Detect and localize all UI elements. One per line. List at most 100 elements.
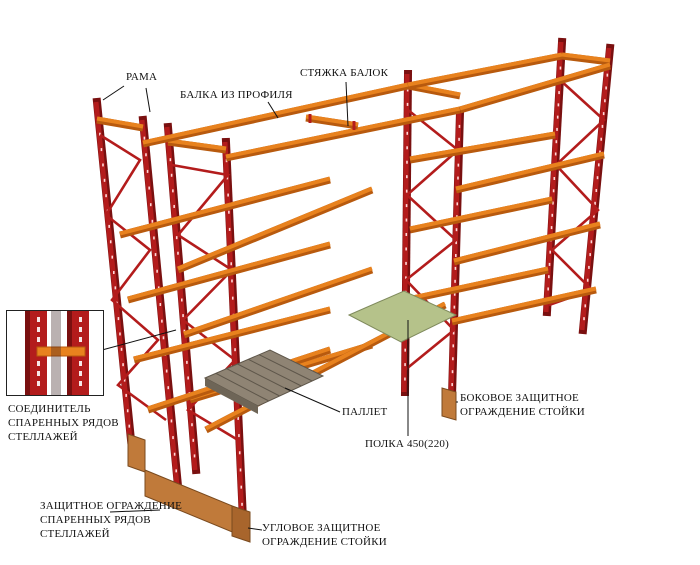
beam-level-2-2-face [409, 196, 553, 231]
upright-pair-front-hole [238, 434, 240, 438]
leader-line [102, 85, 125, 101]
upright-left-back-hole [109, 240, 112, 244]
upright-pair-front-hole [231, 279, 233, 283]
upright-right-back-hole [552, 189, 555, 193]
upright-left-back-hole [105, 194, 107, 198]
upright-mid-back-hole [406, 102, 409, 106]
upright-pair-back-hole [186, 360, 188, 364]
upright-left-back-hole [120, 347, 123, 351]
upright-mid-back-hole [404, 348, 407, 352]
rack-beams [96, 52, 611, 434]
beam-level-1-3-face [455, 151, 605, 191]
upright-left-back-hole [100, 148, 103, 152]
label-zashchitnoe: ЗАЩИТНОЕ ОГРАЖДЕНИЕ СПАРЕННЫХ РЯДОВ СТЕЛ… [40, 500, 183, 540]
upright-pair-front-hole [226, 176, 229, 180]
upright-mid-front-hole [453, 292, 456, 296]
upright-right-back-hole [547, 287, 549, 291]
upright-left-front-hole [167, 386, 170, 390]
upright-mid-back-hole [405, 218, 408, 222]
upright-pair-front-hole [240, 485, 243, 489]
upright-right-back-hole [558, 91, 560, 95]
upright-mid-front-hole [455, 241, 457, 245]
upright-mid-back-hole [404, 363, 406, 367]
upright-pair-front-hole [241, 502, 243, 506]
upright-left-back-hole [113, 271, 115, 274]
upright-mid-back-hole [405, 247, 407, 251]
upright-pair-back-hole [193, 454, 196, 458]
upright-right-front-hole [583, 317, 585, 321]
upright-right-front-hole [590, 240, 593, 244]
beam-level-1-0-face [119, 176, 331, 236]
upright-right-front-hole [602, 112, 605, 116]
beam-level-1-2-face [409, 131, 556, 161]
upright-left-back-hole [103, 178, 106, 182]
label-bokovoe: БОКОВОЕ ЗАЩИТНОЕ ОГРАЖДЕНИЕ СТОЙКИ [460, 392, 585, 418]
upright-right-back-hole [552, 201, 554, 205]
upright-mid-back-hole [405, 261, 407, 265]
upright-left-front-hole [161, 319, 163, 323]
upright-right-back-hole [550, 226, 553, 230]
upright-left-front-hole [162, 336, 165, 340]
upright-left-back-hole [108, 224, 110, 228]
upright-pair-back-hole [170, 173, 173, 177]
label-polka: ПОЛКА 450(220) [365, 438, 449, 450]
upright-right-front-hole [589, 253, 591, 257]
upright-pair-front-hole [230, 262, 233, 266]
upright-pair-back-hole [169, 158, 172, 162]
beam-level-1-1-face [177, 186, 373, 271]
upright-pair-back-hole [175, 236, 178, 240]
upright-mid-back-hole [405, 233, 408, 236]
upright-left-front-hole [175, 469, 178, 473]
leader-line [145, 87, 151, 113]
upright-pair-front-hole [231, 296, 234, 300]
upright-right-front-hole [597, 163, 600, 167]
upright-right-front-hole [595, 189, 598, 192]
guard-side-upright [441, 387, 457, 421]
beam-level-3-2-face [407, 266, 549, 301]
upright-left-front-hole [148, 186, 150, 190]
upright-left-back-hole [111, 255, 114, 259]
upright-left-front-hole [145, 153, 147, 157]
rack-frames [92, 37, 615, 525]
upright-mid-front-hole [454, 279, 456, 283]
upright-pair-front-hole [237, 416, 239, 420]
upright-mid-back-hole [405, 276, 407, 280]
label-balka: БАЛКА ИЗ ПРОФИЛЯ [180, 89, 293, 101]
beam-level-0-1-face [225, 106, 461, 159]
upright-left-front-hole [143, 136, 146, 140]
upright-right-front-hole [605, 86, 607, 90]
pallet-board [215, 372, 270, 402]
upright-left-front-hole [156, 269, 158, 273]
upright-mid-front-hole [452, 344, 455, 348]
frame-top-left-face [96, 116, 144, 129]
upright-left-front-hole [173, 452, 176, 456]
leader-line [101, 329, 177, 351]
upright-mid-back-hole [406, 88, 409, 92]
beam-level-3-0-face [133, 306, 331, 361]
upright-left-back-hole [122, 363, 124, 367]
upright-pair-back-hole [191, 423, 193, 427]
upright-left-front-hole [146, 169, 149, 173]
pallet-board [237, 363, 291, 392]
upright-mid-front-hole [451, 383, 453, 387]
beam-level-2-0-face [127, 241, 331, 301]
pallet-board [226, 368, 280, 397]
upright-left-front-hole [151, 219, 154, 223]
upright-mid-back-hole [406, 131, 409, 135]
upright-pair-front-hole [238, 451, 241, 455]
pallet-side [205, 378, 258, 414]
upright-left-back-hole [123, 378, 126, 382]
upright-pair-front-hole [239, 468, 242, 472]
upright-pair-back-hole [172, 189, 174, 193]
frame-top-pair-face [167, 138, 227, 151]
upright-pair-back-hole [181, 298, 183, 302]
upright-left-front-hole [149, 203, 152, 207]
upright-left-back-hole [126, 409, 129, 413]
upright-left-front-hole [172, 436, 174, 440]
upright-right-back-hole [554, 152, 557, 156]
upright-right-front-hole [600, 137, 603, 141]
frame-brace-left [99, 133, 167, 422]
upright-right-back-hole [551, 213, 554, 217]
upright-mid-front-hole [458, 137, 460, 141]
label-rama: РАМА [126, 71, 158, 83]
